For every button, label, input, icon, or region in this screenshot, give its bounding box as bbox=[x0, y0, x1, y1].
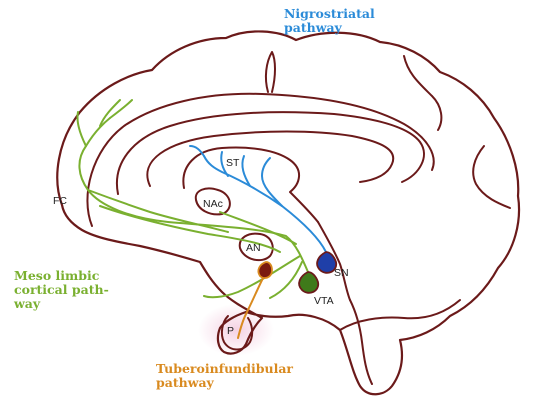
p-label: P bbox=[227, 325, 234, 337]
upper-sulcus bbox=[266, 52, 275, 92]
tuberoinfundibular-title: Tuberoinfundibular pathway bbox=[156, 362, 293, 390]
cingulate-arc bbox=[87, 94, 433, 226]
sn-label: SN bbox=[334, 267, 349, 279]
vta-label: VTA bbox=[314, 295, 334, 307]
cerebellum-fold bbox=[340, 300, 460, 330]
fc-label: FC bbox=[53, 195, 67, 207]
nac-label: NAc bbox=[203, 198, 223, 210]
st-label: ST bbox=[226, 157, 240, 169]
vta-neuron bbox=[299, 272, 318, 293]
an-label: AN bbox=[246, 242, 261, 254]
pituitary-glow bbox=[198, 304, 274, 356]
mesolimbic-title: Meso limbic cortical path- way bbox=[14, 269, 109, 311]
posterior-sulcus bbox=[473, 146, 510, 208]
callosum-outer bbox=[117, 112, 424, 194]
an-neuron bbox=[258, 262, 272, 278]
nigrostriatal-title: Nigrostriatal pathway bbox=[284, 7, 375, 35]
